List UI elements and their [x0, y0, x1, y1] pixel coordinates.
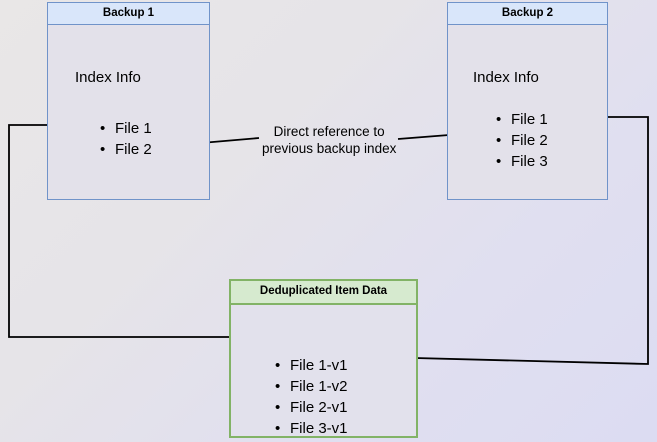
node-backup-1-header: Backup 1 [48, 3, 209, 25]
annotation-direct-reference: Direct reference to previous backup inde… [262, 123, 396, 157]
list-item: File 2-v1 [273, 397, 348, 418]
node-backup-1[interactable]: Backup 1 Index Info File 1 File 2 [47, 2, 210, 200]
node-backup-2-body: Index Info File 1 File 2 File 3 [448, 25, 607, 199]
node-backup-1-body: Index Info File 1 File 2 [48, 25, 209, 199]
list-item: File 1-v1 [273, 355, 348, 376]
list-item: File 3 [494, 151, 548, 172]
list-item: File 3-v1 [273, 418, 348, 439]
annotation-line-2: previous backup index [262, 141, 397, 156]
list-item: File 1 [98, 118, 152, 139]
node-deduplicated-file-list: File 1-v1 File 1-v2 File 2-v1 File 3-v1 [273, 355, 348, 439]
list-item: File 1 [494, 109, 548, 130]
node-deduplicated-item-data[interactable]: Deduplicated Item Data File 1-v1 File 1-… [229, 279, 418, 439]
list-item: File 2 [98, 139, 152, 160]
node-backup-1-index-label: Index Info [75, 69, 141, 86]
node-deduplicated-item-data-header: Deduplicated Item Data [231, 281, 416, 305]
node-backup-2-file-list: File 1 File 2 File 3 [494, 109, 548, 172]
annotation-line-1: Direct reference to [273, 124, 385, 139]
node-backup-1-file-list: File 1 File 2 [98, 118, 152, 160]
node-deduplicated-item-data-body: File 1-v1 File 1-v2 File 2-v1 File 3-v1 [231, 305, 416, 439]
list-item: File 2 [494, 130, 548, 151]
node-backup-2[interactable]: Backup 2 Index Info File 1 File 2 File 3 [447, 2, 608, 200]
node-backup-2-header: Backup 2 [448, 3, 607, 25]
list-item: File 1-v2 [273, 376, 348, 397]
node-backup-2-index-label: Index Info [473, 69, 539, 86]
